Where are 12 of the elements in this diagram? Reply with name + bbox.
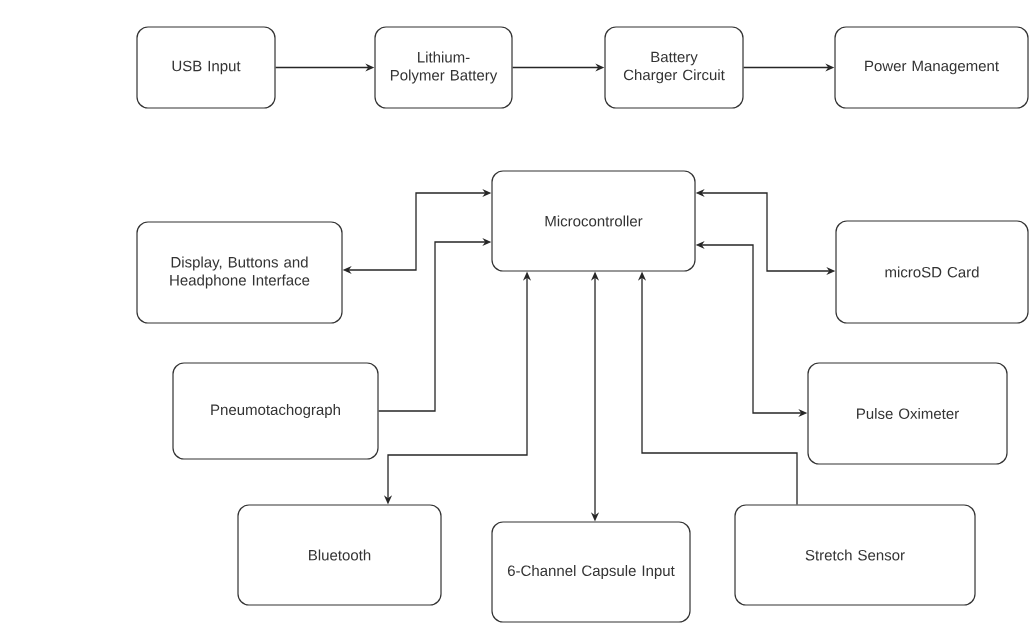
block-box: microSD Card [835,220,1029,324]
block-box: 6-Channel Capsule Input [491,521,691,623]
block-box: USB Input [136,26,276,109]
block-box: Battery Charger Circuit [604,26,744,109]
block-box: Lithium-Polymer Battery [374,26,513,109]
block-box: Pulse Oximeter [807,362,1008,465]
block-box: Microcontroller [491,170,696,272]
block-box: Power Management [834,26,1029,109]
block-box: Display, Buttons and Headphone Interface [136,221,343,324]
block-box: Stretch Sensor [734,504,976,606]
block-box: Bluetooth [237,504,442,606]
block-box: Pneumotachograph [172,362,379,460]
